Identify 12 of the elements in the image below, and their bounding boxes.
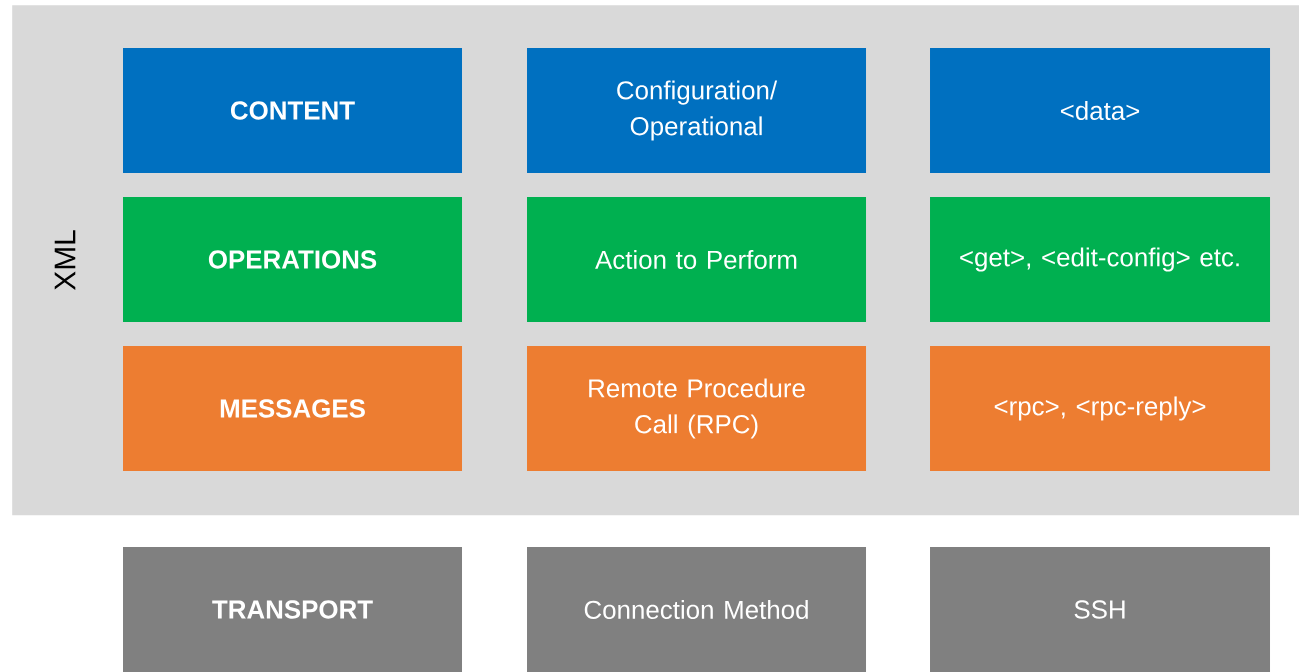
layer-box: TRANSPORT — [123, 547, 462, 672]
layer-box: Action to Perform — [527, 197, 866, 322]
layer-box: SSH — [930, 547, 1270, 672]
layer-box: <rpc>, <rpc-reply> — [930, 346, 1270, 471]
layer-box: Configuration/ Operational — [527, 48, 866, 173]
layer-box: <get>, <edit-config> etc. — [930, 197, 1270, 322]
layer-box: CONTENT — [123, 48, 462, 173]
layer-box: <data> — [930, 48, 1270, 173]
layer-box: OPERATIONS — [123, 197, 462, 322]
layer-box: Connection Method — [527, 547, 866, 672]
layer-box: Remote Procedure Call (RPC) — [527, 346, 866, 471]
layer-box: MESSAGES — [123, 346, 462, 471]
